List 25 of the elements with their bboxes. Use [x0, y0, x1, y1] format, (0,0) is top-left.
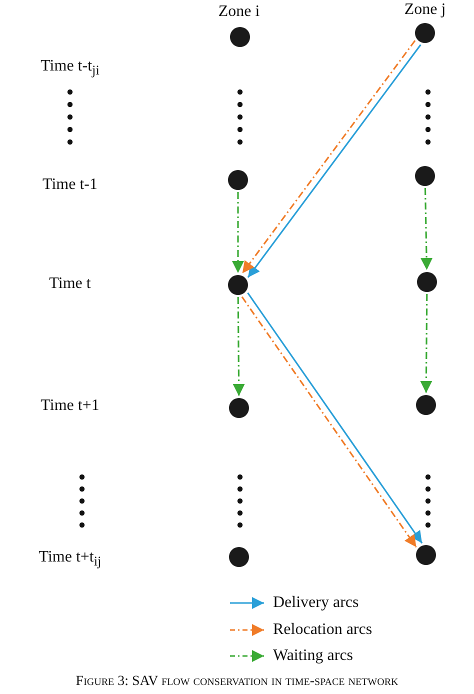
legend-label: Relocation arcs [273, 621, 372, 639]
node-dot [229, 547, 249, 567]
row-label: Time t+1 [40, 397, 100, 415]
row-label: Time t+t$_{ij}$ [38, 548, 102, 570]
legend-label: Delivery arcs [273, 594, 359, 612]
arrow [420, 294, 432, 393]
node-dot [415, 166, 435, 186]
node-dot [230, 27, 250, 47]
legend-label: Waiting arcs [273, 647, 354, 665]
row-label: Time t-1 [42, 176, 98, 194]
column-heading: Zone j [404, 1, 446, 19]
row-label: Time t [49, 275, 91, 293]
row-label: Time t-t$_{ji}$ [40, 57, 100, 79]
arrow [232, 192, 244, 273]
arrow [420, 188, 433, 270]
node-dot [228, 275, 248, 295]
arrow [232, 297, 245, 396]
node-dot [417, 272, 437, 292]
node-dot [229, 398, 249, 418]
node-dot [415, 23, 435, 43]
column-heading: Zone i [218, 3, 260, 21]
figure-caption: Figure 3: SAV flow conservation in time-space network [74, 674, 400, 690]
node-dot [228, 170, 248, 190]
node-dot [416, 395, 436, 415]
node-dot [416, 545, 436, 565]
